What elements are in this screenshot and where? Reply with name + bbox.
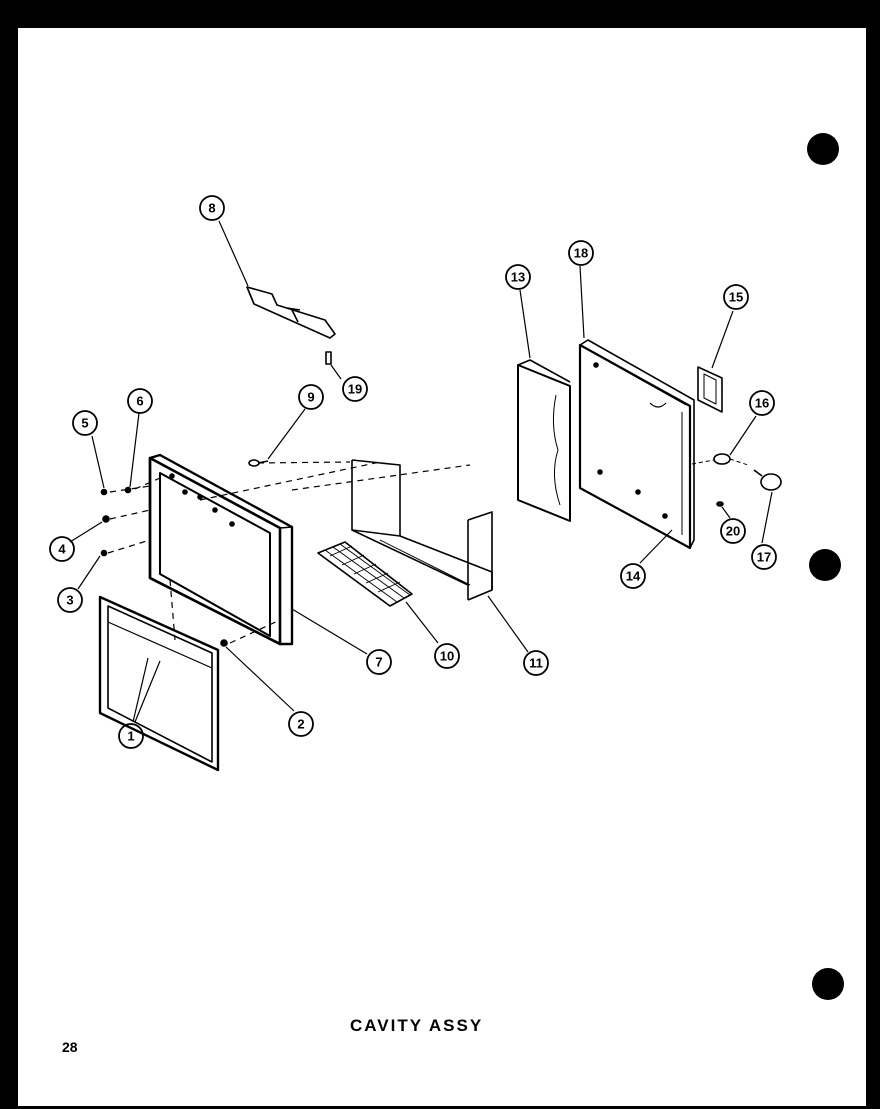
callout-14: 14: [626, 569, 641, 584]
part-20-screw: [716, 501, 724, 507]
small-fasteners: [100, 486, 228, 647]
callout-9: 9: [307, 390, 314, 405]
part-15-cover-plate: [697, 366, 723, 413]
part-17-lamp-bulb: [753, 469, 782, 491]
part-8-bracket: [246, 286, 336, 339]
leader-lines: [69, 220, 773, 723]
paper-page: [18, 28, 866, 1106]
callout-8: 8: [208, 201, 215, 216]
callout-5: 5: [81, 416, 88, 431]
callout-17: 17: [757, 550, 771, 565]
callout-15: 15: [729, 290, 743, 305]
part-19-screw: [325, 351, 332, 365]
page-number: 28: [62, 1039, 78, 1055]
assembly-dashed-lines: [107, 461, 471, 644]
callout-1: 1: [127, 729, 134, 744]
binder-hole-bottom: [812, 968, 844, 1000]
binder-hole-middle: [809, 549, 841, 581]
callout-6: 6: [136, 394, 143, 409]
part-13-insulation-panel: [517, 359, 571, 522]
part-10-grid-shelf: [317, 541, 413, 607]
callout-4: 4: [58, 542, 66, 557]
binder-hole-top: [807, 133, 839, 165]
part-11-cavity-base: [351, 459, 493, 601]
callout-10: 10: [440, 649, 454, 664]
callout-16: 16: [755, 396, 769, 411]
callout-20: 20: [726, 524, 740, 539]
callout-3: 3: [66, 593, 73, 608]
callout-11: 11: [529, 656, 543, 671]
callout-labels: 1 2 3 4 5 6 7 8 9 10 11 13 14 15 16 17 1…: [58, 201, 771, 744]
part-16-socket: [691, 453, 749, 466]
part-14-back-panel: [578, 339, 695, 550]
diagram-title: CAVITY ASSY: [350, 1016, 484, 1035]
callout-18: 18: [574, 246, 588, 261]
callout-13: 13: [511, 270, 525, 285]
callout-2: 2: [297, 717, 304, 732]
callout-19: 19: [348, 382, 362, 397]
callout-7: 7: [375, 655, 382, 670]
part-1-door-panel: [98, 595, 220, 772]
callout-circles: [49, 195, 777, 749]
part-7-front-frame: [148, 453, 294, 646]
